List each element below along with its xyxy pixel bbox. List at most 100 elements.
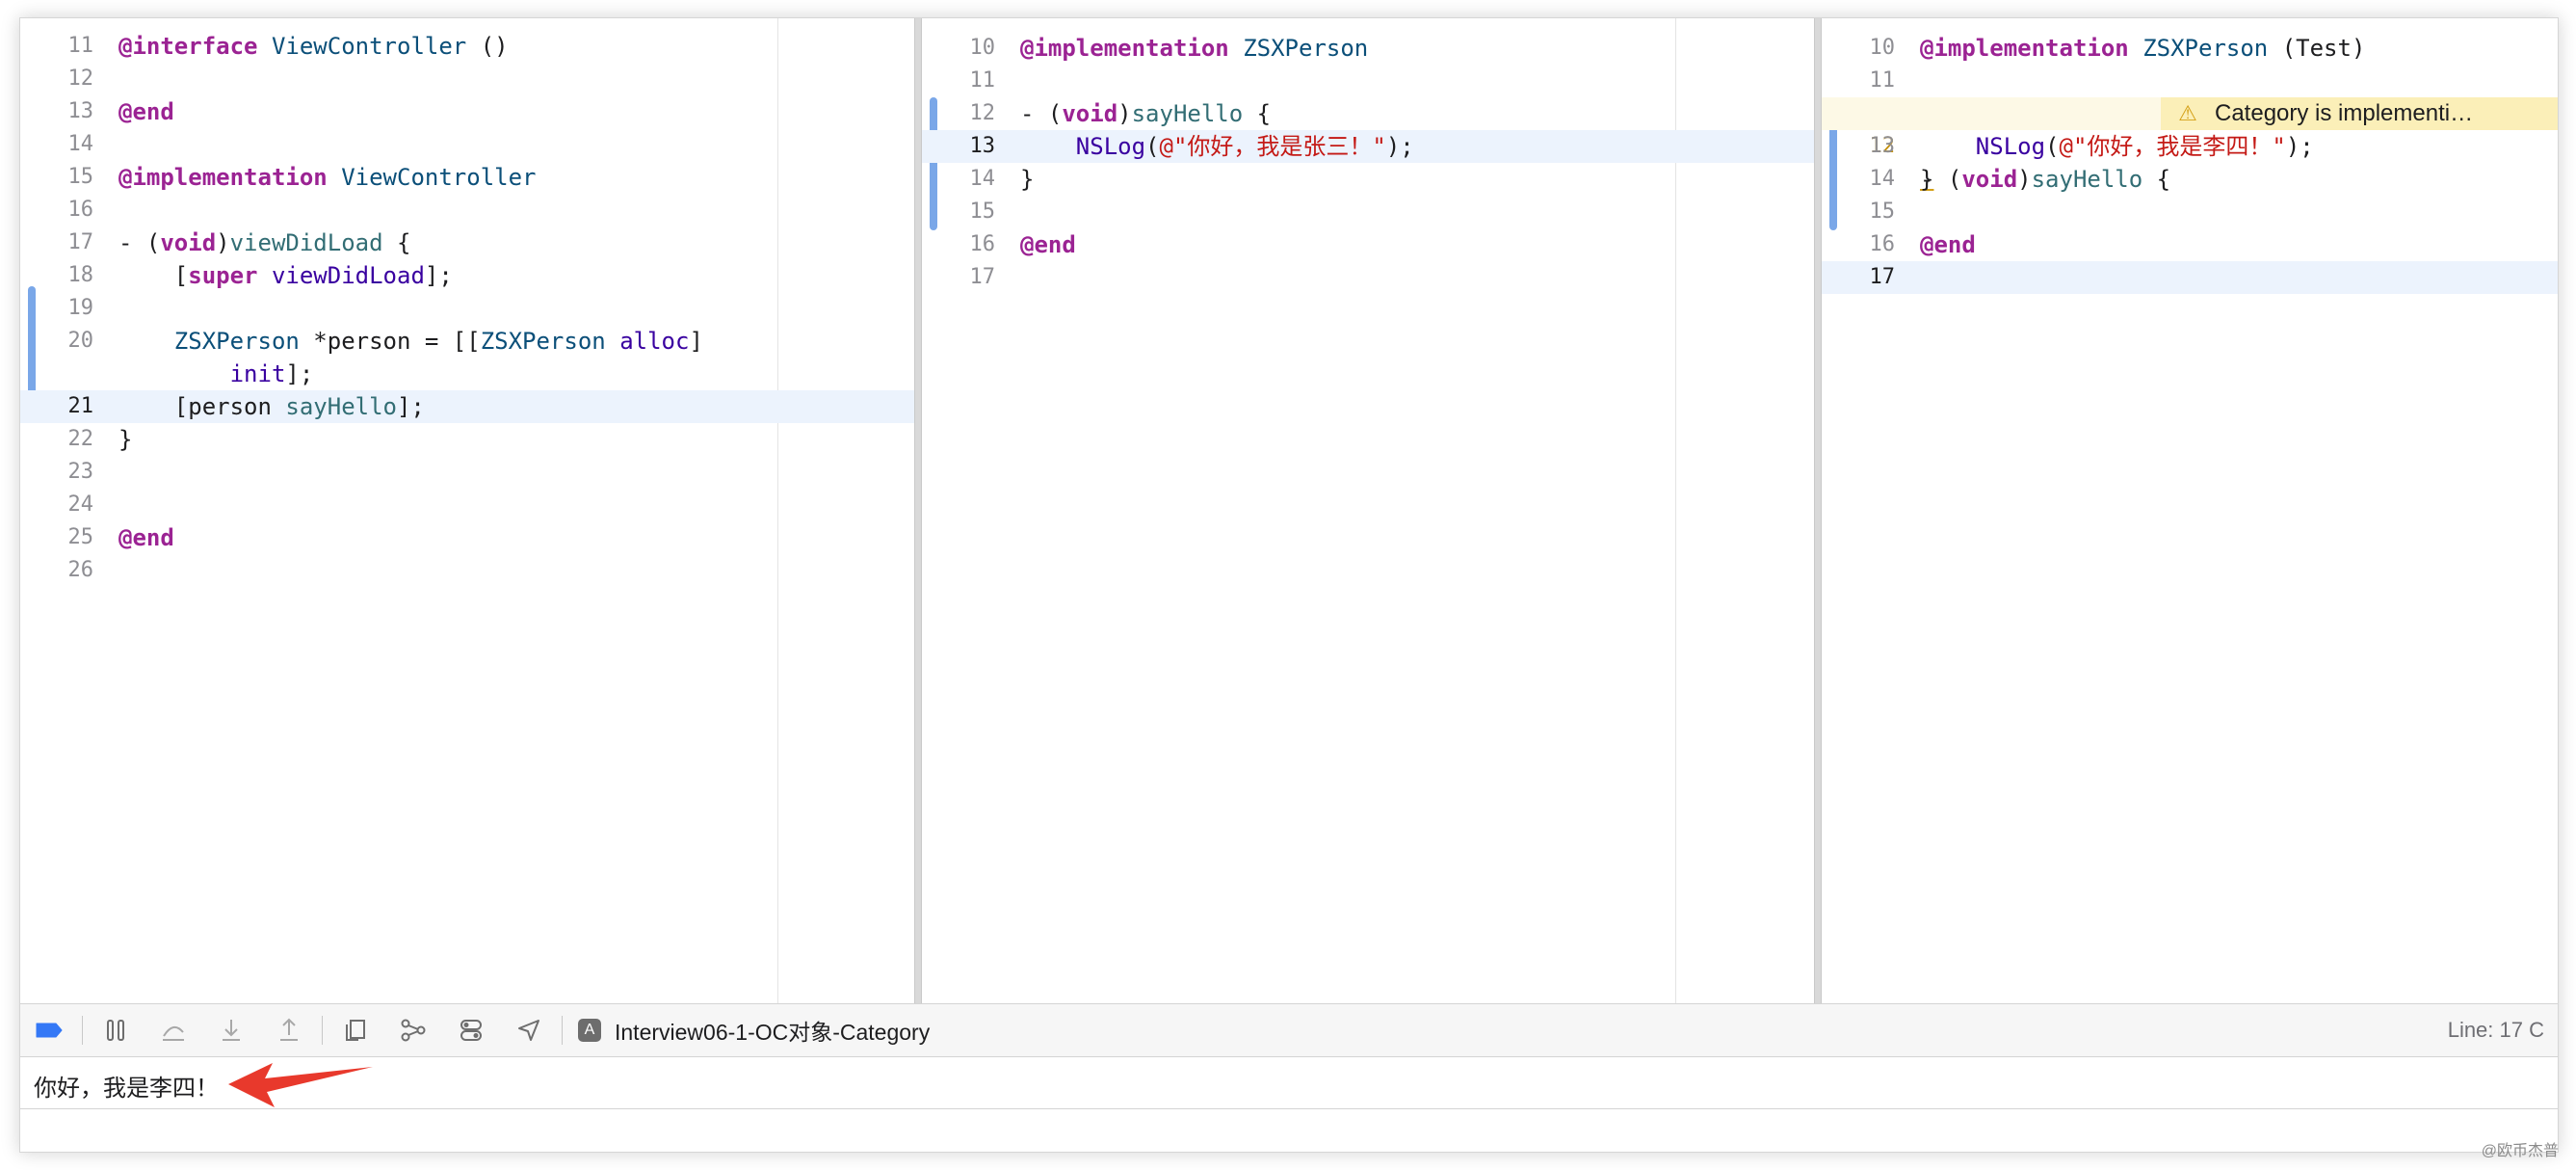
debug-bar: A Interview06-1-OC对象-Category Line: 17 C — [20, 1003, 2558, 1057]
code-text: @implementation ZSXPerson — [1020, 35, 1369, 62]
line-number: 22 — [67, 427, 94, 451]
change-bar[interactable] — [1829, 97, 1837, 230]
line-number: 13 — [67, 99, 94, 123]
code-line[interactable]: 14} — [1822, 163, 2558, 196]
breakpoints-toggle-button[interactable] — [20, 1003, 78, 1057]
line-number: 11 — [1869, 68, 1896, 93]
step-out-button[interactable] — [260, 1003, 318, 1057]
line-number: 15 — [67, 165, 94, 189]
code-area[interactable]: 11@interface ViewController () 12 13@end… — [20, 30, 914, 587]
line-number: 16 — [67, 198, 94, 222]
code-line[interactable]: 16 — [20, 194, 914, 226]
line-number: 15 — [969, 199, 996, 224]
code-line[interactable]: 17 — [922, 261, 1814, 294]
code-line[interactable]: 20 ZSXPerson *person = [[ZSXPerson alloc… — [20, 325, 914, 358]
editor-pane-view-controller[interactable]: 11@interface ViewController () 12 13@end… — [20, 18, 914, 1003]
code-text: @implementation ZSXPerson (Test) — [1920, 35, 2366, 62]
code-line-current[interactable]: 17 — [1822, 261, 2558, 294]
code-line[interactable]: 11 — [1822, 65, 2558, 97]
page-guide — [1675, 18, 1676, 1003]
code-line[interactable]: 13 NSLog(@"你好，我是李四！"); — [1822, 130, 2558, 163]
simulate-location-button[interactable] — [500, 1003, 558, 1057]
location-arrow-icon — [518, 1020, 539, 1041]
code-line[interactable]: 16@end — [922, 228, 1814, 261]
line-number: 14 — [1869, 167, 1896, 191]
line-number: 14 — [67, 132, 94, 156]
xcode-window: 11@interface ViewController () 12 13@end… — [19, 17, 2559, 1153]
step-over-icon — [163, 1025, 184, 1041]
line-number: 18 — [67, 263, 94, 287]
code-line[interactable]: 14} — [922, 163, 1814, 196]
warning-icon: ⚠ — [2178, 101, 2197, 125]
line-number: 26 — [67, 558, 94, 582]
code-line[interactable]: 26 — [20, 554, 914, 587]
code-line[interactable]: 18 [super viewDidLoad]; — [20, 259, 914, 292]
code-line[interactable]: init]; — [20, 358, 914, 390]
line-number: 15 — [1869, 199, 1896, 224]
step-out-icon — [280, 1018, 298, 1041]
editor-pane-zsxperson-test[interactable]: 10 @implementation ZSXPerson (Test) 11 12… — [1822, 18, 2558, 1003]
code-line[interactable]: 17 - (void)viewDidLoad { — [20, 226, 914, 259]
separator — [562, 1016, 563, 1045]
line-number: 17 — [67, 230, 94, 254]
pane-divider[interactable] — [1814, 18, 1822, 1003]
code-line[interactable]: 11@interface ViewController () — [20, 30, 914, 63]
code-text: @end — [1920, 231, 1976, 258]
environment-overrides-button[interactable] — [442, 1003, 500, 1057]
line-number: 10 — [969, 36, 996, 60]
warning-annotation[interactable]: ⚠ Category is implementi… — [2161, 97, 2558, 130]
code-line[interactable]: 10 @implementation ZSXPerson (Test) — [1822, 32, 2558, 65]
scheme-name: Interview06-1-OC对象-Category — [615, 1020, 931, 1045]
code-line[interactable]: 19 — [20, 292, 914, 325]
console-output-area[interactable]: 你好，我是李四！ — [20, 1057, 2558, 1109]
code-text: ZSXPerson *person = [[ZSXPerson alloc] — [173, 328, 703, 355]
code-area[interactable]: 10 @implementation ZSXPerson (Test) 11 12… — [1822, 32, 2558, 294]
red-arrow-annotation — [228, 1063, 373, 1107]
separator — [322, 1016, 323, 1045]
code-line[interactable]: 14 — [20, 128, 914, 161]
code-area[interactable]: 10 @implementation ZSXPerson 11 12- (void… — [922, 32, 1814, 294]
line-number: 12 — [67, 66, 94, 91]
line-number: 10 — [1869, 36, 1896, 60]
code-line[interactable]: 12- (void)sayHello { — [922, 97, 1814, 130]
code-text: @implementation ViewController — [118, 164, 537, 191]
code-text: [super viewDidLoad]; — [118, 262, 453, 289]
code-text: [person sayHello]; — [118, 393, 425, 420]
code-line[interactable]: 10 @implementation ZSXPerson — [922, 32, 1814, 65]
code-line-warning[interactable]: 12 - (void)sayHello { ⚠ Category is impl… — [1822, 97, 2558, 193]
code-line[interactable]: 22} — [20, 423, 914, 456]
view-hierarchy-icon — [346, 1020, 365, 1041]
line-number: 11 — [67, 34, 94, 58]
code-line[interactable]: 12 — [20, 63, 914, 95]
step-over-button[interactable] — [145, 1003, 202, 1057]
line-number: 13 — [1869, 134, 1896, 158]
page-guide — [777, 18, 778, 1003]
line-number: 11 — [969, 68, 996, 93]
code-line[interactable]: 11 — [922, 65, 1814, 97]
change-bar[interactable] — [28, 286, 36, 419]
code-line-current[interactable]: 13 NSLog(@"你好，我是张三！"); — [922, 130, 1814, 163]
code-line-current[interactable]: 21 [person sayHello]; — [20, 390, 914, 423]
code-line[interactable]: 15 @implementation ViewController — [20, 161, 914, 194]
console-output-text: 你好，我是李四！ — [34, 1076, 219, 1102]
line-number: 19 — [67, 296, 94, 320]
separator — [82, 1016, 83, 1045]
code-line[interactable]: 15 — [1822, 196, 2558, 228]
change-bar[interactable] — [930, 97, 937, 230]
memory-graph-button[interactable] — [384, 1003, 442, 1057]
view-hierarchy-button[interactable] — [327, 1003, 384, 1057]
step-into-button[interactable] — [202, 1003, 260, 1057]
code-line[interactable]: 25@end — [20, 521, 914, 554]
pane-divider[interactable] — [914, 18, 922, 1003]
code-line[interactable]: 24 — [20, 489, 914, 521]
code-line[interactable]: 15 — [922, 196, 1814, 228]
code-text: } — [1920, 166, 1934, 193]
code-line[interactable]: 16@end — [1822, 228, 2558, 261]
editor-pane-zsxperson[interactable]: 10 @implementation ZSXPerson 11 12- (void… — [922, 18, 1814, 1003]
code-line[interactable]: 23 — [20, 456, 914, 489]
warning-text: Category is implementi… — [2215, 100, 2474, 126]
code-line[interactable]: 13@end — [20, 95, 914, 128]
scheme-selector[interactable]: A Interview06-1-OC对象-Category — [578, 1014, 930, 1047]
code-text: - (void)viewDidLoad { — [118, 229, 411, 256]
pause-button[interactable] — [87, 1003, 145, 1057]
